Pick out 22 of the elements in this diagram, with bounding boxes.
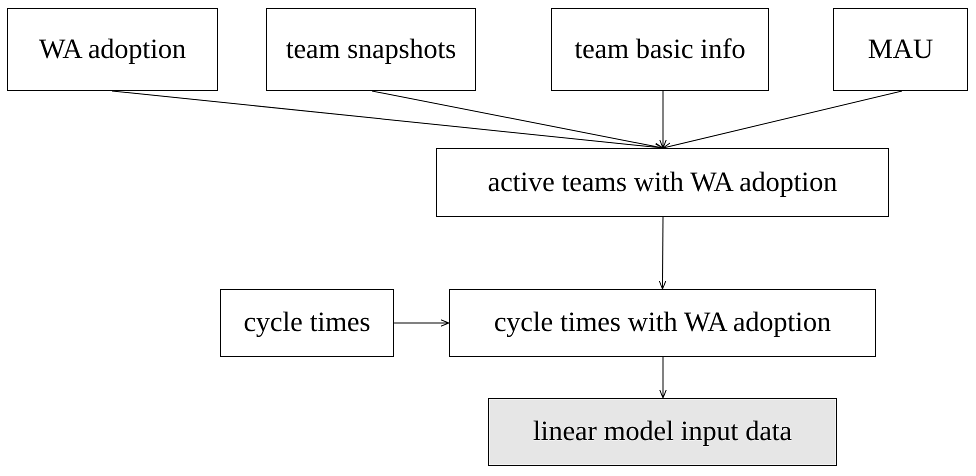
node-label: WA adoption (39, 34, 186, 66)
process-box (436, 148, 889, 217)
node-label: linear model input data (533, 416, 792, 448)
process-box (833, 8, 968, 91)
process-box (551, 8, 769, 91)
arrow (662, 90, 902, 150)
node-label: team basic info (574, 34, 746, 66)
node-label: cycle times with WA adoption (494, 307, 831, 339)
arrow (659, 356, 667, 398)
node-label: cycle times (244, 307, 370, 339)
arrow (372, 90, 664, 150)
process-box (7, 8, 218, 91)
process-box (266, 8, 476, 91)
node-label: active teams with WA adoption (488, 166, 838, 198)
process-box (449, 289, 876, 357)
arrow (659, 90, 667, 148)
process-box (220, 289, 394, 357)
process-box (488, 398, 837, 466)
arrow (394, 319, 450, 327)
node-label: team snapshots (286, 34, 456, 66)
node-label: MAU (868, 34, 934, 66)
arrow (658, 216, 666, 290)
